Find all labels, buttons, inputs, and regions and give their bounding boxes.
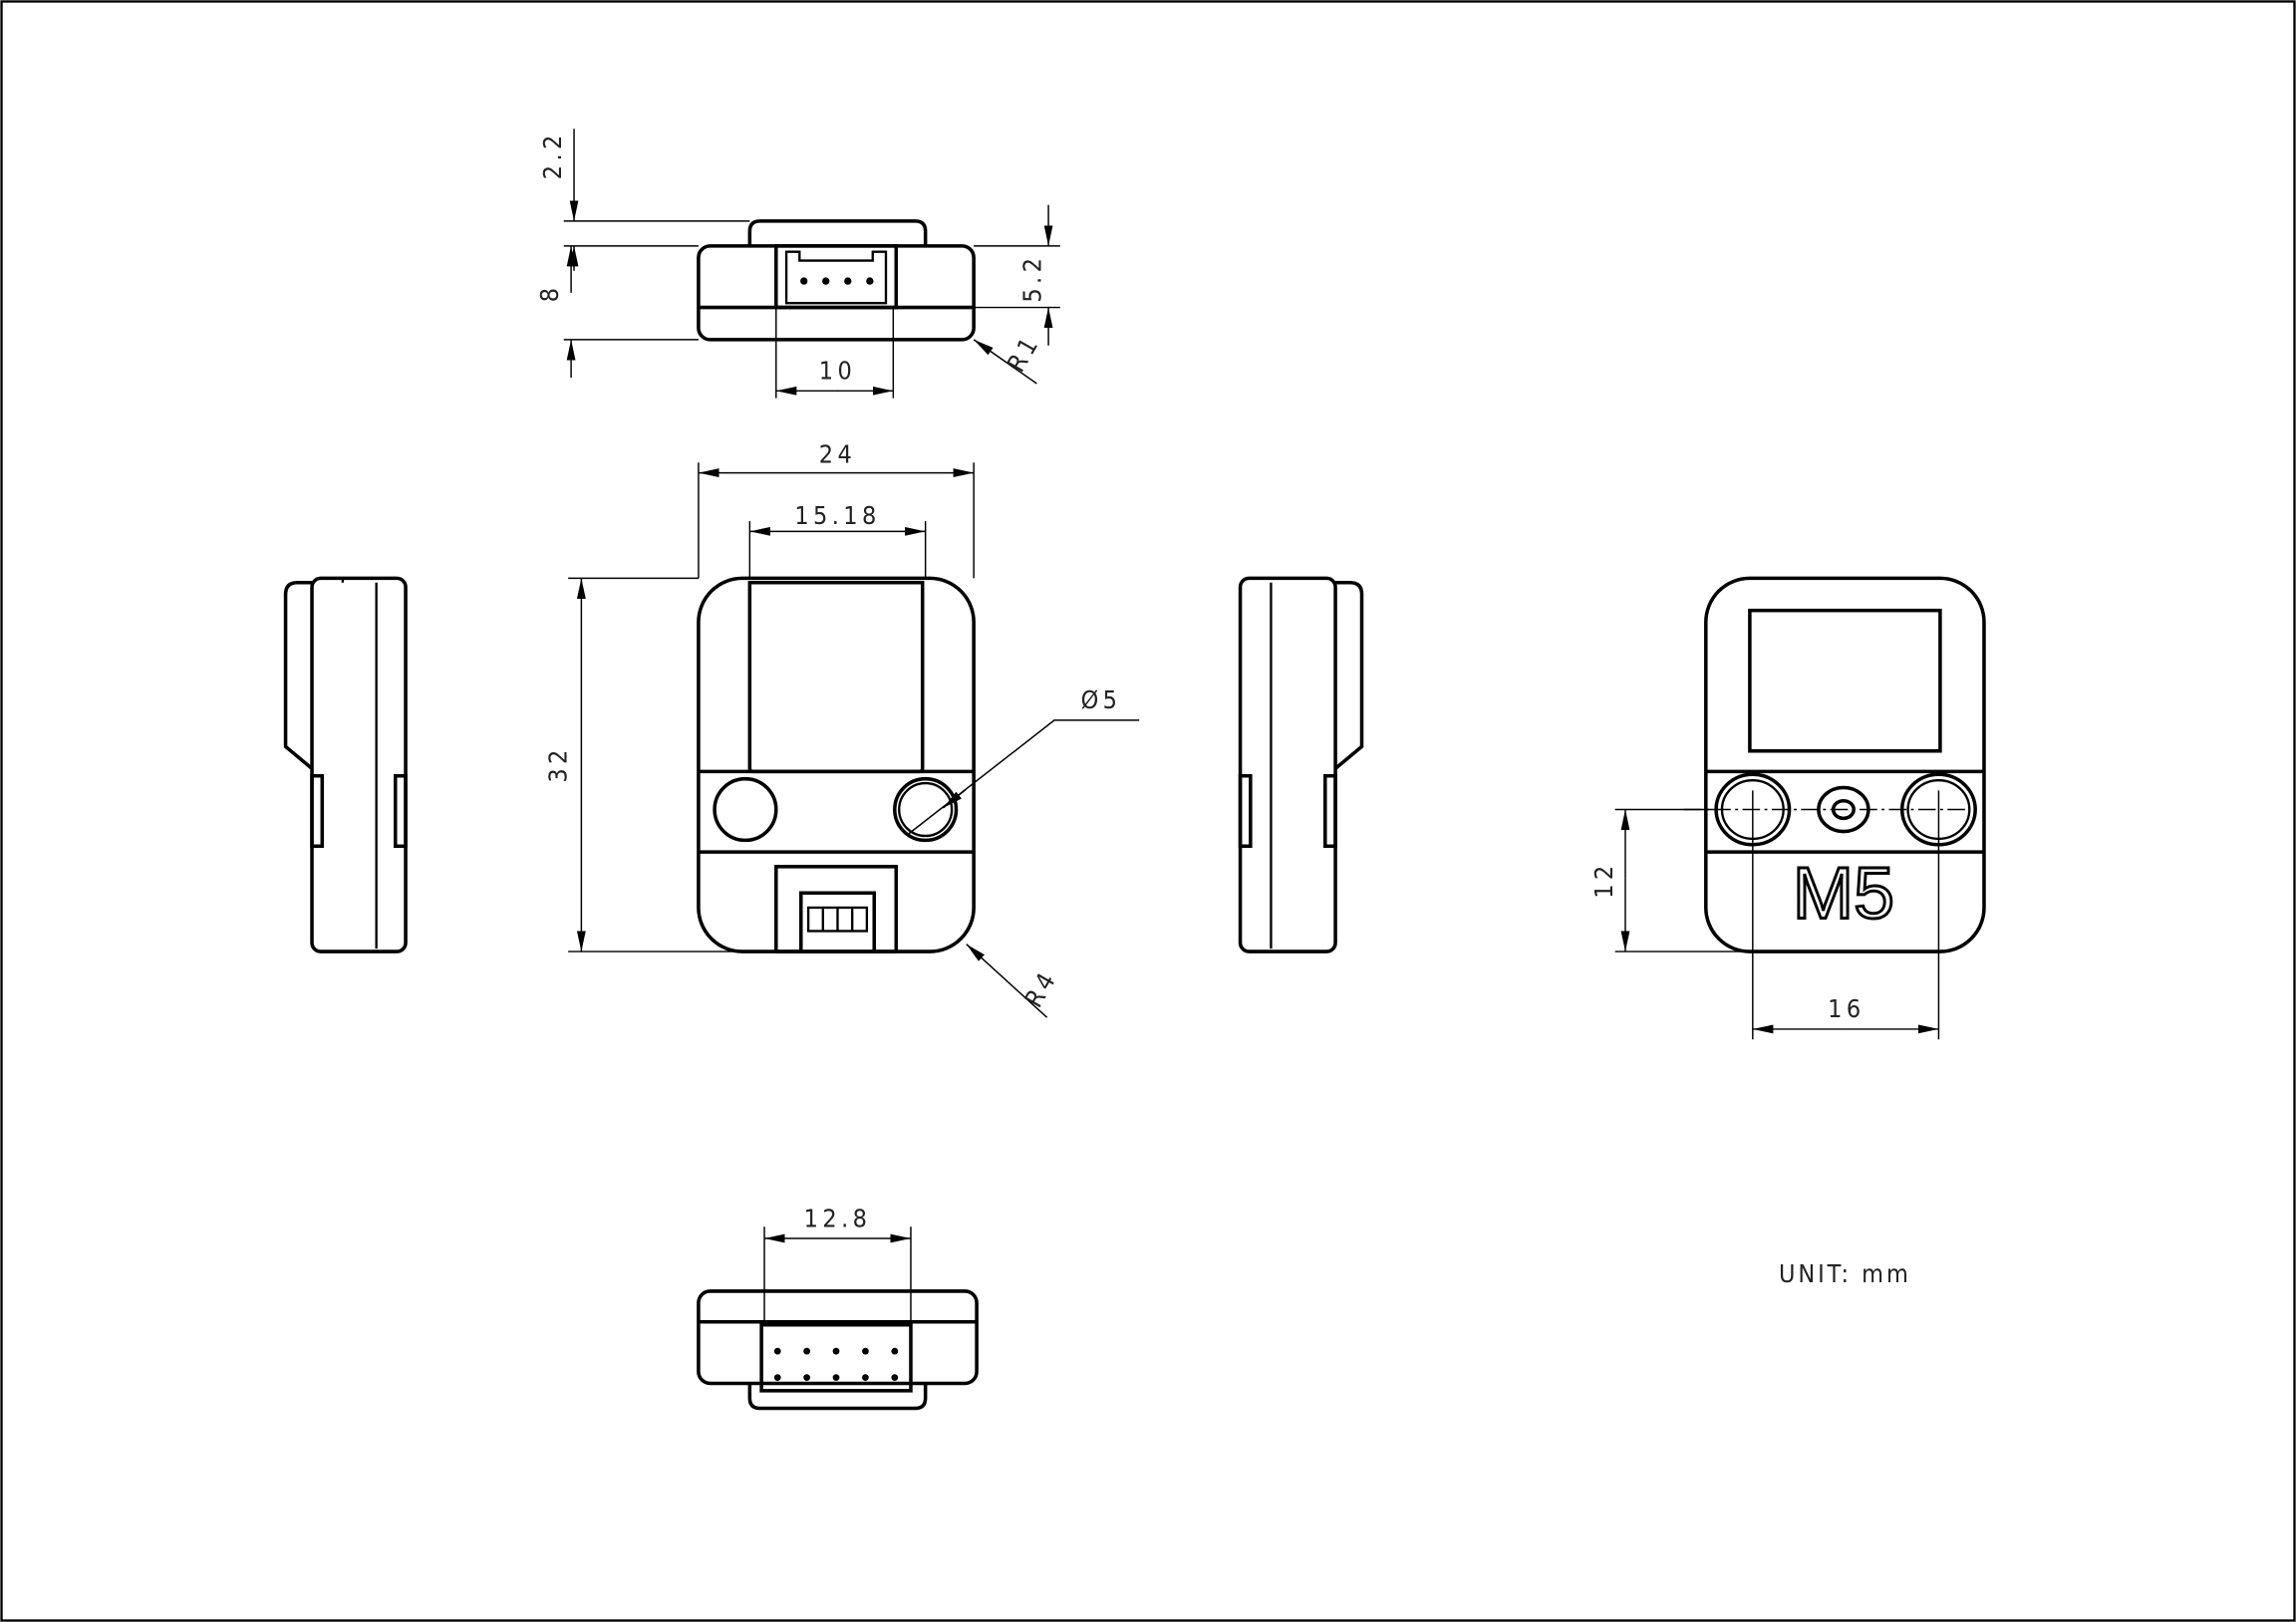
back-window — [1748, 608, 1942, 753]
grove-connector — [774, 244, 899, 310]
dim-height: 8 — [535, 284, 564, 303]
unit-label: UNIT: mm — [1779, 1259, 1911, 1288]
back-view: M5 12 16 — [1589, 576, 1986, 1040]
dim-width: 24 — [819, 439, 856, 468]
header-pins — [773, 1347, 899, 1382]
dim-connector-height: 5.2 — [1018, 254, 1047, 303]
dim-cap-height: 2.2 — [538, 131, 567, 179]
front-view-body — [697, 576, 976, 953]
right-side-view — [1238, 576, 1364, 953]
dim-connector-width: 10 — [819, 357, 856, 386]
bottom-view: 12.8 — [697, 1204, 979, 1411]
dim-header-width: 12.8 — [804, 1204, 872, 1232]
screen-area — [747, 581, 925, 774]
connector-pins — [800, 277, 874, 285]
m5-logo: M5 — [1793, 851, 1894, 934]
grove-connector-front — [774, 865, 899, 953]
pin-header — [759, 1322, 913, 1393]
top-view-cap — [747, 219, 928, 246]
left-side-view — [283, 576, 408, 953]
mounting-hole-left — [713, 776, 778, 843]
dim-hole-offset: 12 — [1589, 861, 1618, 898]
dim-height-32: 32 — [544, 745, 573, 782]
dim-hole-spacing: 16 — [1828, 994, 1865, 1023]
dim-corner-radius: R4 — [1018, 964, 1062, 1012]
dim-screen-width: 15.18 — [794, 501, 880, 530]
mounting-hole-right — [893, 776, 959, 843]
top-view: 2.2 8 5.2 R1 10 — [535, 129, 1060, 399]
front-view: 24 15.18 32 Ø5 R4 — [544, 439, 1140, 1018]
dim-radius-r1: R1 — [1002, 329, 1045, 377]
dim-hole-diameter: Ø5 — [1081, 685, 1122, 714]
